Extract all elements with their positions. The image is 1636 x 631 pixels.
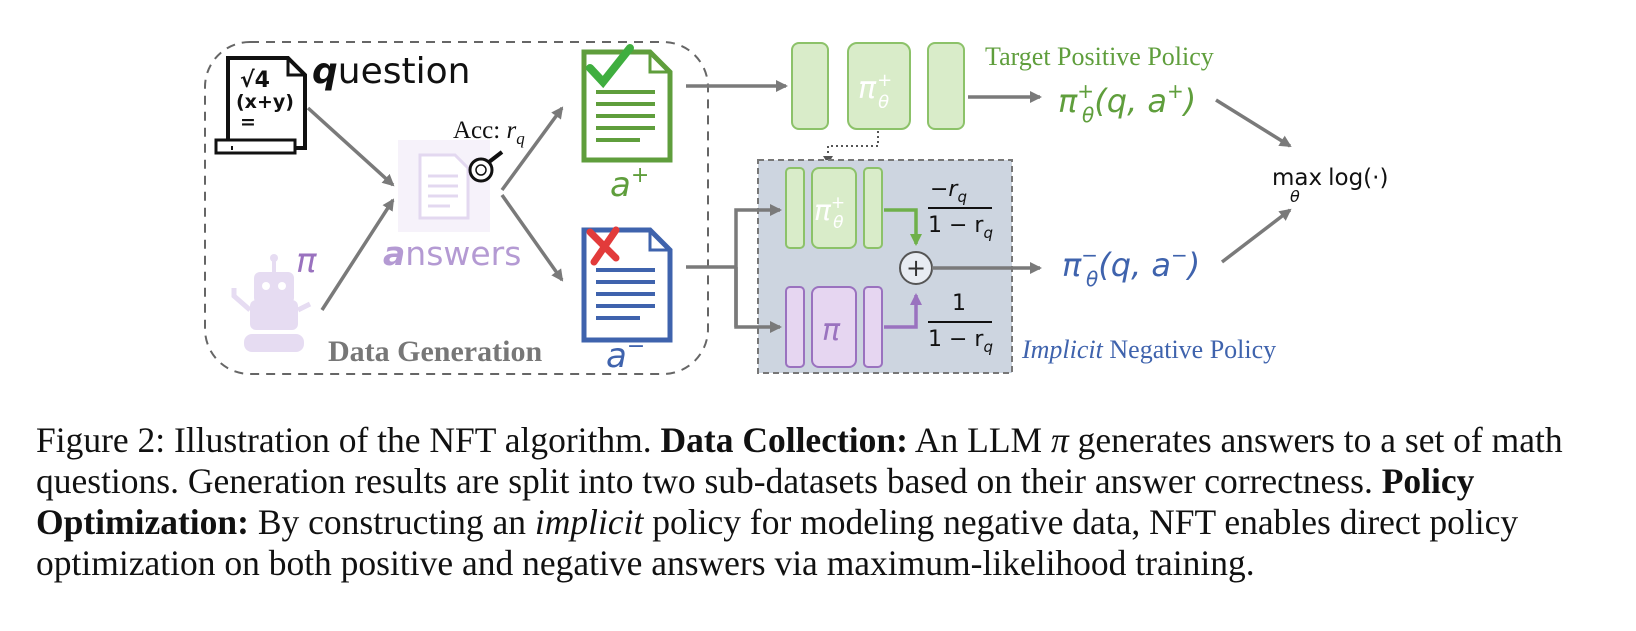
coefficient-bottom: 1 1 − rq [928, 291, 993, 356]
caption-implicit-word: implicit [534, 502, 644, 542]
question-icon-line-3: = [240, 111, 256, 133]
implicit-pi-layer-right [863, 286, 883, 368]
caption-text: By constructing an [248, 502, 535, 542]
question-icon-line-2: (x+y) [236, 91, 294, 113]
arrow-question-to-answers [306, 106, 395, 187]
arrow-pi-to-answers [320, 198, 395, 311]
caption-data-collection-heading: Data Collection: [660, 420, 908, 460]
checkmark-icon [586, 44, 634, 89]
caption-figure-label: Figure 2: Illustration of the NFT algori… [36, 420, 661, 460]
implicit-pi-theta-label: π+θ [814, 193, 845, 233]
arrow-branch-to-pi [734, 267, 782, 333]
arrow-negative-to-objective [1220, 208, 1292, 264]
svg-text:−rq: −rq [930, 177, 967, 206]
implicit-pi-label: π [822, 313, 841, 348]
implicit-pi-theta-layer-left [785, 167, 805, 249]
pi-theta-plus-output: π+θ(q, a+) [1058, 79, 1196, 127]
answers-label: answers [383, 234, 521, 273]
negative-answer-document-icon [581, 226, 673, 343]
weight-sharing-dotted-link [827, 131, 879, 160]
caption-text: generates answers to a set of math quest… [36, 420, 1563, 501]
pi-theta-plus-label: π+θ [858, 70, 892, 113]
robot-icon [231, 254, 312, 352]
caption-text: policy for modeling negative data, NFT e… [36, 502, 1519, 583]
arrow-positive-to-objective [1215, 98, 1292, 148]
coefficient-top: −rq 1 − rq [928, 177, 993, 242]
answers-icon [398, 140, 490, 232]
data-generation-box [204, 41, 709, 375]
caption-policy-optimization-heading: Policy Optimization: [36, 461, 1475, 542]
svg-text:1: 1 [952, 291, 966, 316]
figure-caption: Figure 2: Illustration of the NFT algori… [36, 420, 1616, 584]
magnifier-icon [468, 150, 504, 183]
data-generation-label: Data Generation [328, 335, 542, 368]
implicit-pi-core [811, 286, 857, 368]
caption-pi-symbol: π [1050, 420, 1069, 460]
arrow-pi-theta-to-sum [884, 208, 922, 246]
svg-text:1 − rq: 1 − rq [928, 327, 993, 356]
arrow-answers-to-positive [500, 106, 564, 192]
arrow-answers-to-negative [500, 193, 564, 282]
svg-text:1 − rq: 1 − rq [928, 213, 993, 242]
question-icon-line-1: √4 [240, 68, 270, 93]
pi-label: π [296, 241, 317, 281]
question-label: question [312, 51, 470, 92]
svg-text:θ: θ [1290, 187, 1300, 206]
implicit-pi-layer-left [785, 286, 805, 368]
target-positive-policy-label: Target Positive Policy [985, 42, 1214, 71]
implicit-pi-theta-core [811, 167, 857, 249]
question-scroll-icon: √4 (x+y) = [214, 56, 307, 155]
nft-diagram: √4 (x+y) = question π answers Acc: [204, 41, 1388, 376]
positive-policy-core [847, 42, 911, 130]
acc-label: Acc: rq [453, 117, 525, 148]
caption-text: An LLM [907, 420, 1051, 460]
a-positive-label: a+ [610, 163, 649, 205]
sum-symbol: + [906, 254, 926, 282]
arrow-pi-to-sum [884, 293, 922, 329]
pi-theta-minus-output: π−θ(q, a−) [1062, 243, 1200, 291]
implicit-negative-policy-label: Implicit Negative Policy [1021, 335, 1276, 364]
implicit-pi-theta-layer-right [863, 167, 883, 249]
positive-answer-document-icon [581, 44, 673, 163]
cross-icon [586, 226, 620, 266]
a-negative-label: a− [606, 334, 645, 376]
positive-policy-layer-right [927, 42, 965, 130]
positive-policy-layer-left [791, 42, 829, 130]
